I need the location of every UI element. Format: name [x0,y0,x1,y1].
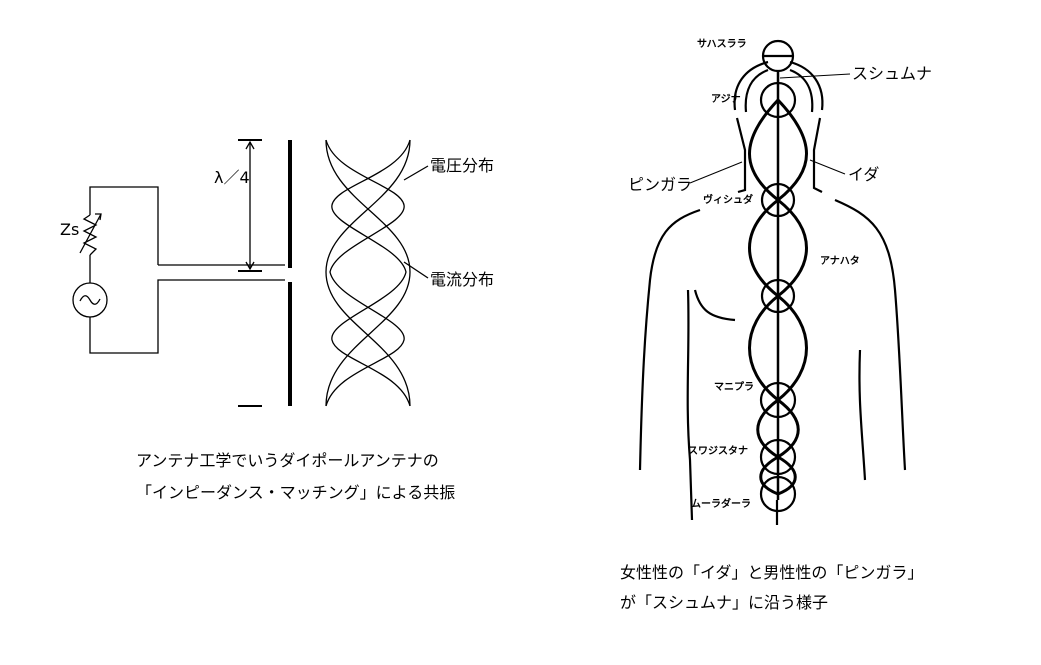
label-manipura: マニプラ [714,382,754,393]
chakra-vishuddha [760,182,796,218]
antenna-caption-line2: 「インピーダンス・マッチング」による共振 [136,483,456,502]
label-ida: イダ [848,165,880,184]
label-sushumna: スシュムナ [852,64,933,83]
voltage-distribution-label: 電圧分布 [430,156,495,175]
label-anahata: アナハタ [820,256,860,267]
label-svadhisthana: スワジスタナ [688,446,748,457]
label-muladhara: ムーラダーラ [691,499,751,510]
label-vishuddha: ヴィシュダ [703,195,753,206]
chakra-caption-line1: 女性性の「イダ」と男性性の「ピンガラ」 [620,563,924,582]
label-ajna: アジナ [711,94,741,105]
chakra-ajna [759,81,797,119]
leader-lines [689,73,851,184]
chakra-svadhisthana [759,438,797,476]
body-outline [638,60,907,525]
chakra-anahata [760,278,796,314]
current-distribution-label: 電流分布 [430,270,495,289]
chakra-manipura [759,381,797,419]
antenna-caption-line1: アンテナ工学でいうダイポールアンテナの [136,451,439,470]
distribution-waves [325,139,429,407]
source-impedance-label: Zs [60,220,80,239]
label-sahasrara: サハスララ [697,39,747,50]
antenna-circuit [89,186,285,354]
chakra-caption-line2: が「スシュムナ」に沿う様子 [620,593,829,612]
ida-pingala-channels [748,98,808,496]
chakra-muladhara [759,475,797,513]
wavelength-label: λ／4 [214,168,250,187]
variable-resistor-icon [79,213,102,256]
ac-source-icon [72,282,108,318]
quarter-wave-dimension [238,139,262,407]
chakra-circles [759,39,797,513]
label-pingala: ピンガラ [628,175,693,194]
